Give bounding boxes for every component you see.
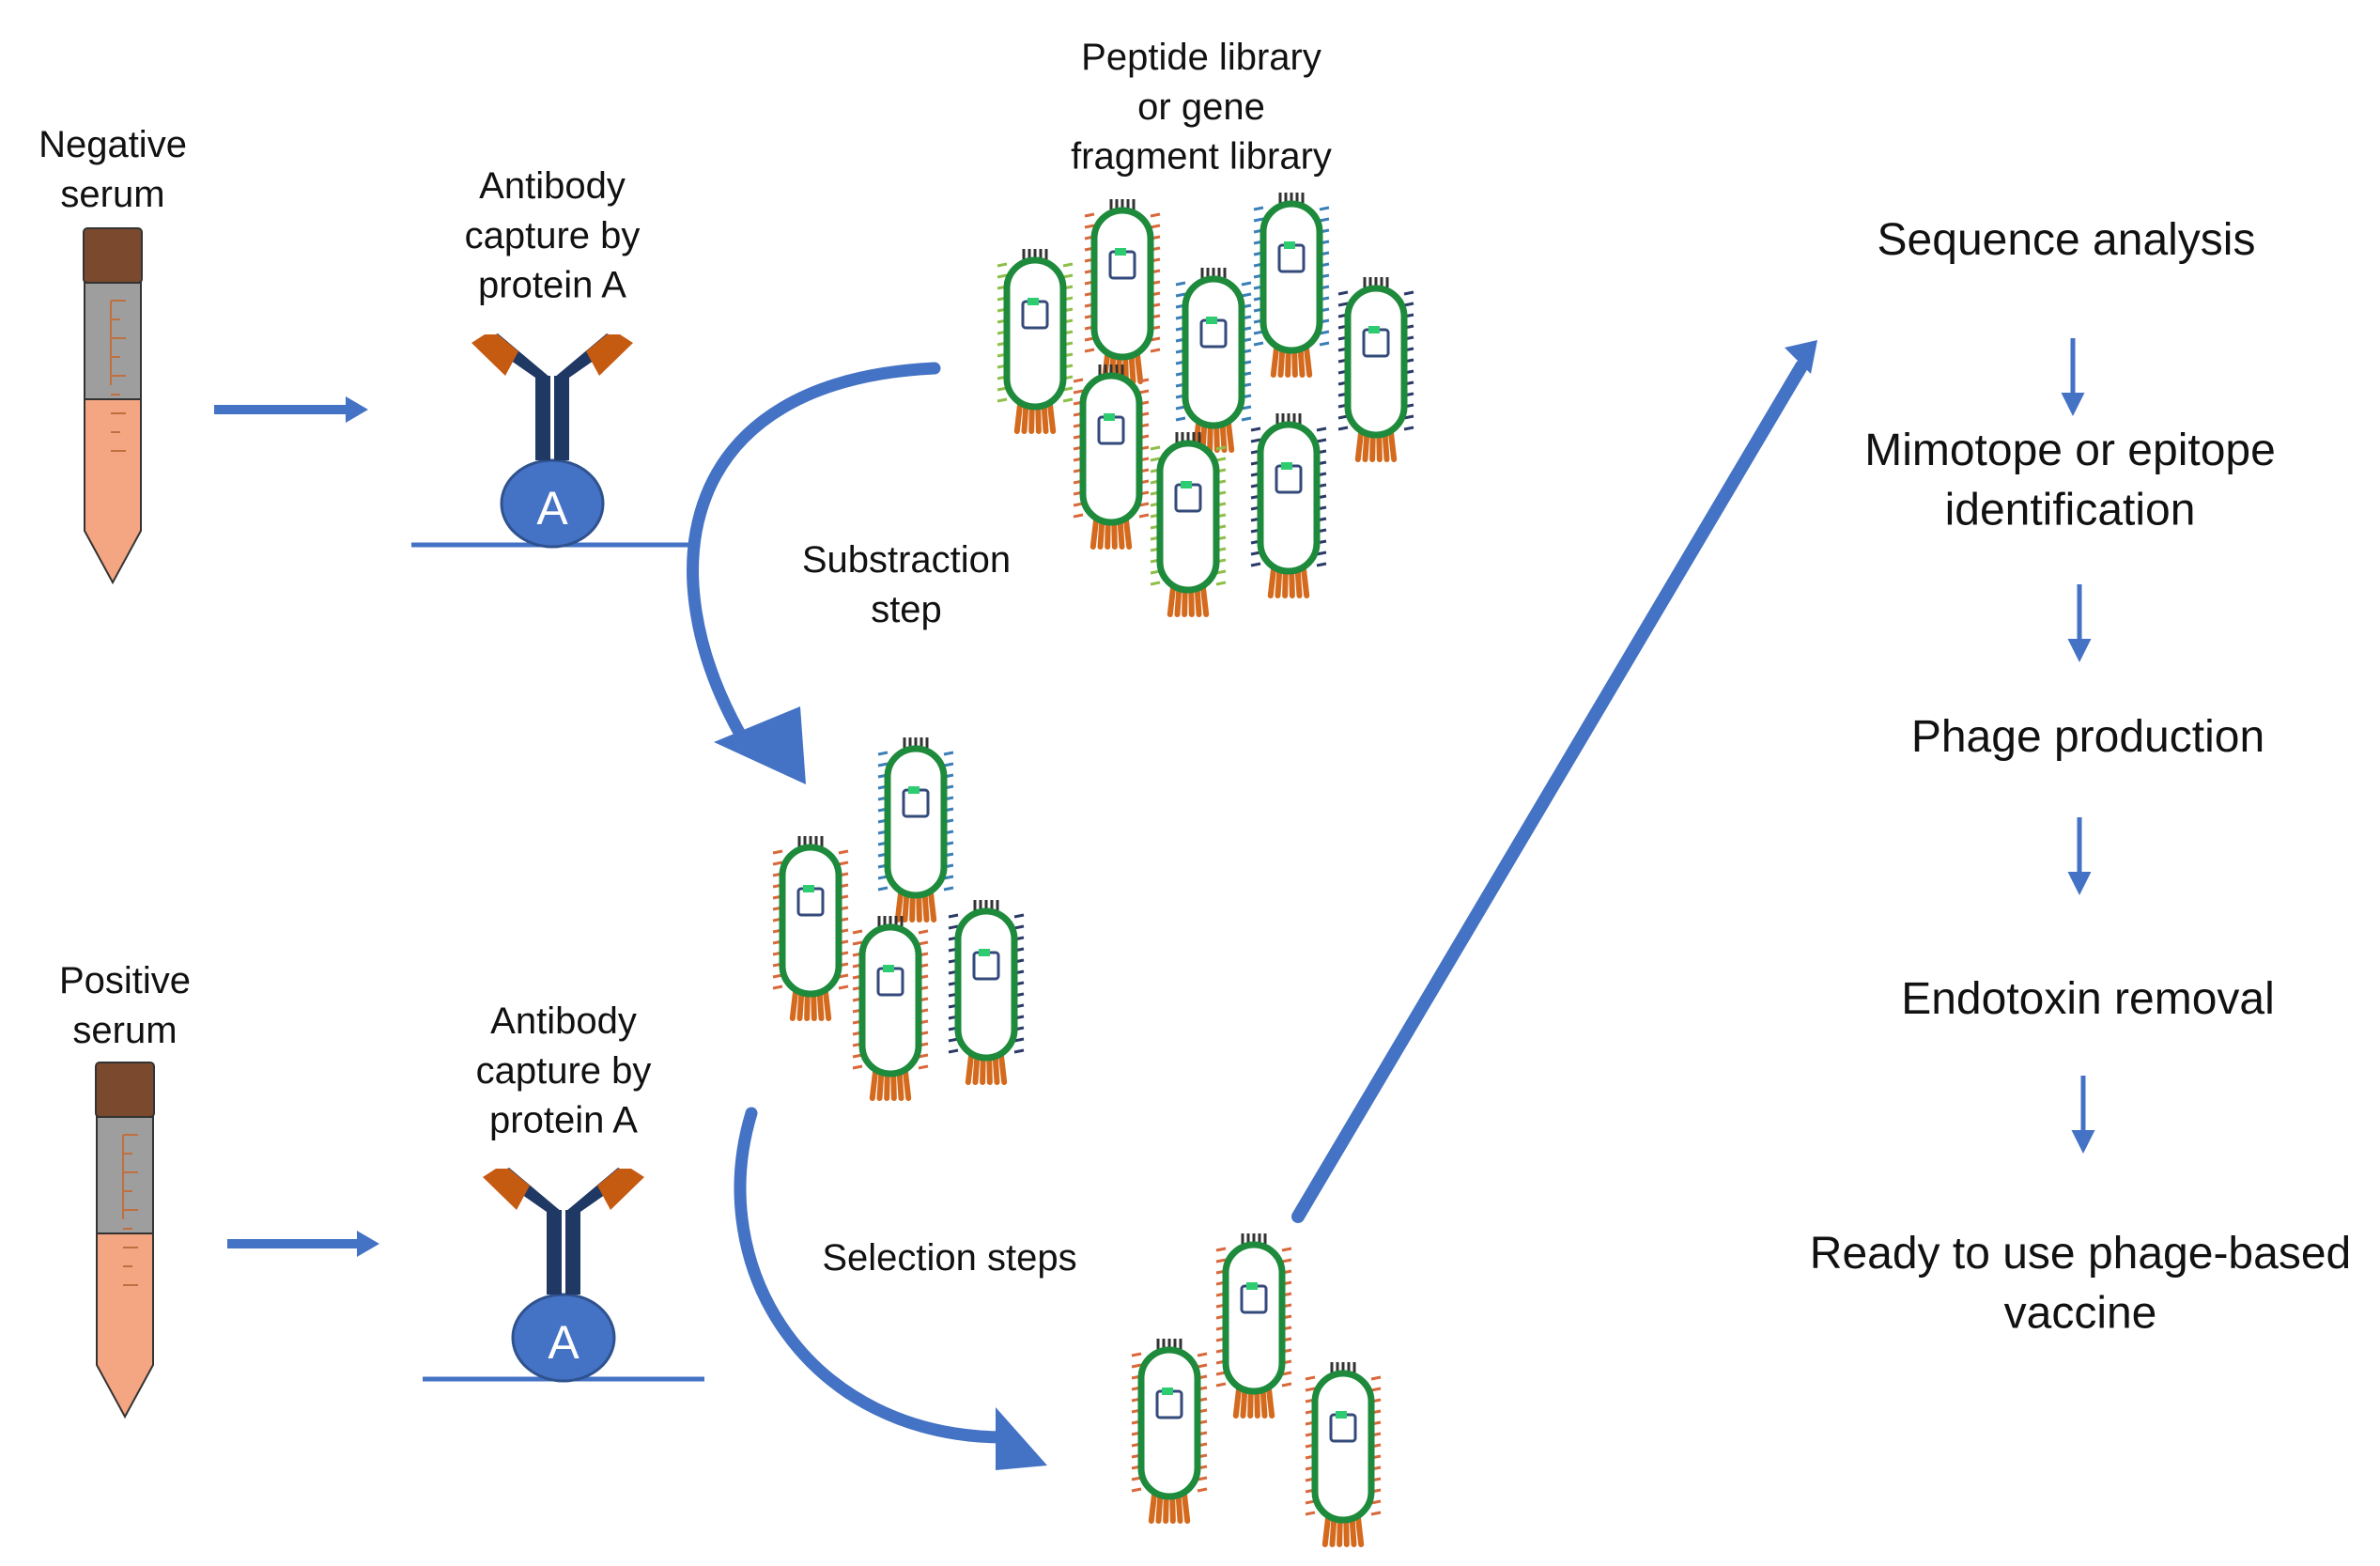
flow-arrow-icon bbox=[214, 396, 368, 423]
substraction-curved-arrow bbox=[687, 362, 941, 784]
workflow-step-endotoxin-removal: Endotoxin removal bbox=[1901, 974, 2275, 1024]
phage-icon bbox=[1150, 432, 1227, 617]
phage-icon bbox=[1131, 1339, 1208, 1524]
antibody-icon bbox=[411, 333, 693, 549]
phage-icon bbox=[1215, 1233, 1292, 1419]
protein-a-letter-bottom: A bbox=[548, 1316, 580, 1369]
tube-icon bbox=[95, 1062, 155, 1419]
selection-curved-arrow bbox=[734, 1107, 1047, 1470]
phage-icon bbox=[948, 900, 1025, 1085]
phage-icon bbox=[1337, 277, 1414, 462]
protein-a-letter-top: A bbox=[536, 482, 568, 535]
workflow-step-phage-production: Phage production bbox=[1911, 712, 2264, 762]
phage-icon bbox=[997, 249, 1074, 434]
phage-icon bbox=[772, 836, 849, 1021]
flow-arrow-icon bbox=[227, 1231, 379, 1257]
phage-icon bbox=[1305, 1362, 1382, 1547]
phage-icon bbox=[1175, 268, 1252, 453]
phage-icon bbox=[877, 737, 954, 923]
antibody-icon bbox=[423, 1168, 704, 1383]
to-sequence-analysis-arrow bbox=[1291, 340, 1817, 1223]
phage-icon bbox=[1084, 199, 1161, 384]
workflow-down-arrows bbox=[2061, 338, 2095, 1154]
phage-icon bbox=[1250, 413, 1327, 598]
phage-icon bbox=[1253, 193, 1330, 378]
tube-icon bbox=[83, 227, 143, 585]
protein-a-icon bbox=[500, 458, 605, 549]
protein-a-icon bbox=[511, 1293, 616, 1383]
workflow-step-sequence-analysis: Sequence analysis bbox=[1878, 215, 2256, 265]
phage-icon bbox=[1073, 364, 1150, 550]
phage-icon bbox=[852, 916, 929, 1101]
phage-group bbox=[772, 193, 1414, 1547]
selection-steps-label: Selection steps bbox=[822, 1237, 1076, 1279]
